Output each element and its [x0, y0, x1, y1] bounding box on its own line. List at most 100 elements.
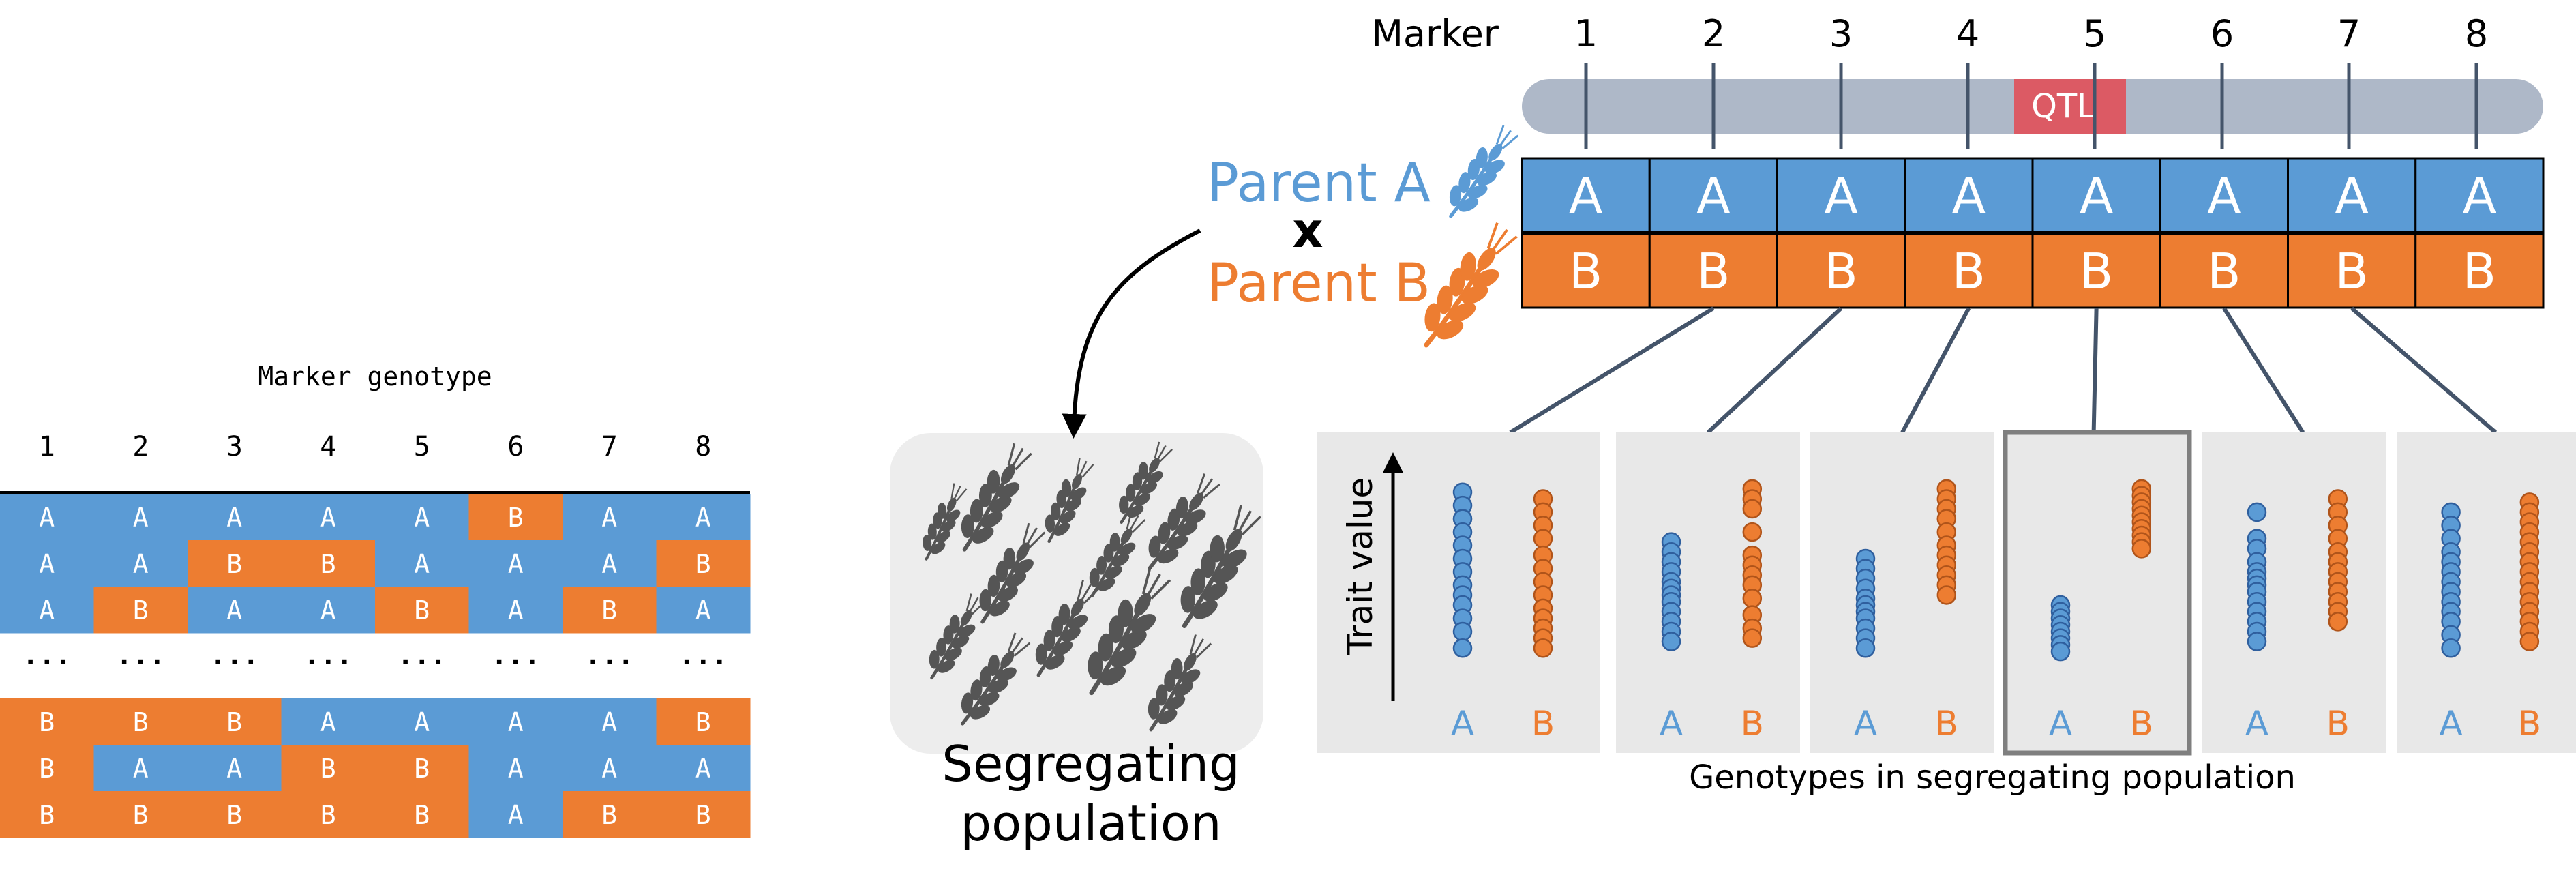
wheat-grain [989, 679, 1008, 694]
wheat-grain [1185, 509, 1206, 524]
wheat-awn [1126, 512, 1133, 530]
table-cell [563, 587, 657, 634]
wheat-awn [1010, 447, 1024, 469]
wheat-awn [1193, 638, 1205, 657]
wheat-grain [1070, 598, 1084, 617]
wheat-grain [946, 497, 957, 512]
wheat-icon [1424, 222, 1518, 348]
wheat-stem [1424, 261, 1486, 348]
table-cell-genotype: B [226, 800, 242, 830]
wheat-awn [1199, 478, 1213, 497]
wheat-awn [1195, 642, 1212, 659]
table-cell-genotype: A [414, 707, 430, 737]
table-cell [188, 494, 282, 541]
wheat-grain [949, 615, 960, 634]
wheat-grain [1054, 522, 1070, 536]
wheat-awn [965, 593, 972, 612]
wheat-awn [1237, 510, 1252, 533]
table-cell-genotype: A [39, 549, 55, 579]
wheat-awn [1131, 519, 1146, 533]
wheat-grain [952, 635, 970, 649]
wheat-awn [1079, 460, 1088, 477]
trait-dots-a [2247, 502, 2267, 651]
wheat-icon [1089, 512, 1146, 598]
wheat-grain [1148, 535, 1161, 558]
trait-point-a [1855, 638, 1876, 658]
table-cell [188, 745, 282, 792]
group-label-b: B [1741, 704, 1764, 743]
wheat-grain [1112, 553, 1130, 567]
population-group: Segregating population [890, 228, 1263, 852]
trait-point-a [2050, 641, 2071, 662]
table-marker-number: 6 [507, 431, 524, 462]
trait-point-b [1742, 522, 1763, 542]
wheat-icon [1148, 634, 1212, 732]
table-marker-number: 2 [132, 431, 149, 462]
table-cell-genotype: A [695, 595, 711, 625]
parent-b-allele-cell [1904, 233, 2034, 309]
parent-b-allele-cell [2287, 233, 2417, 309]
wheat-stem [1449, 153, 1495, 218]
wheat-stem [1047, 482, 1077, 544]
wheat-grain [1119, 495, 1129, 514]
trait-point-b [2519, 632, 2540, 651]
wheat-awn [1491, 228, 1508, 252]
table-cell-genotype: B [133, 707, 149, 737]
table-cell [0, 745, 94, 792]
table-cell-genotype: A [39, 503, 55, 533]
wheat-grain [997, 667, 1017, 682]
table-cell-genotype: B [133, 595, 149, 625]
table-marker-number: 4 [320, 431, 336, 462]
parent-a-allele-cell [2159, 157, 2289, 233]
table-cell-genotype: A [226, 754, 242, 784]
wheat-awn [1501, 134, 1519, 149]
wheat-awn [1007, 443, 1016, 466]
wheat-grain [1223, 549, 1247, 569]
table-cell [656, 698, 751, 745]
wheat-grain [1461, 284, 1488, 304]
wheat-grain [1120, 528, 1133, 544]
table-cell-genotype: B [508, 503, 524, 533]
wheat-grain [1193, 600, 1218, 619]
trait-dots-a [1452, 482, 1473, 658]
wheat-grain [958, 624, 976, 638]
table-cell-genotype: A [133, 549, 149, 579]
wheat-icon [1449, 125, 1519, 218]
wheat-grain [931, 542, 946, 554]
wheat-grain [1180, 586, 1196, 613]
table-marker-number: 3 [226, 431, 243, 462]
wheat-grain [987, 654, 1000, 676]
parent-b-allele-cell [2414, 233, 2545, 309]
table-cell [188, 698, 282, 745]
table-cell-genotype: B [320, 754, 336, 784]
wheat-grain [1147, 471, 1163, 484]
trait-dots-b [2131, 479, 2152, 559]
wheat-grain [1098, 578, 1115, 591]
table-cell [0, 791, 94, 838]
wheat-awn [1203, 483, 1220, 499]
wheat-grain [1166, 695, 1186, 711]
marker-number: 3 [1829, 12, 1853, 55]
wheat-grain [1053, 640, 1073, 656]
wheat-grain [1458, 197, 1479, 212]
wheat-stem [1036, 608, 1078, 677]
wheat-awn [1022, 522, 1030, 544]
group-label-a: A [1660, 704, 1683, 743]
wheat-grain [1181, 669, 1201, 685]
wheat-grain [1167, 535, 1188, 550]
wheat-grain [1177, 521, 1198, 537]
x-caption: Genotypes in segregating population [1689, 758, 2296, 797]
table-cell [563, 540, 657, 587]
marker-number: 4 [1956, 12, 1979, 55]
wheat-icon [961, 443, 1032, 552]
wheat-grain [1203, 582, 1228, 602]
table-cell-genotype: A [508, 707, 524, 737]
parent-a-allele-text: A [2335, 167, 2368, 224]
wheat-awn [1076, 458, 1081, 475]
table-cell-genotype: A [320, 707, 336, 737]
parent-b-allele-cell [1648, 233, 1778, 309]
table-marker-number: 7 [601, 431, 618, 462]
parent-a-allele-cell [1904, 157, 2034, 233]
table-cell-genotype: A [39, 595, 55, 625]
